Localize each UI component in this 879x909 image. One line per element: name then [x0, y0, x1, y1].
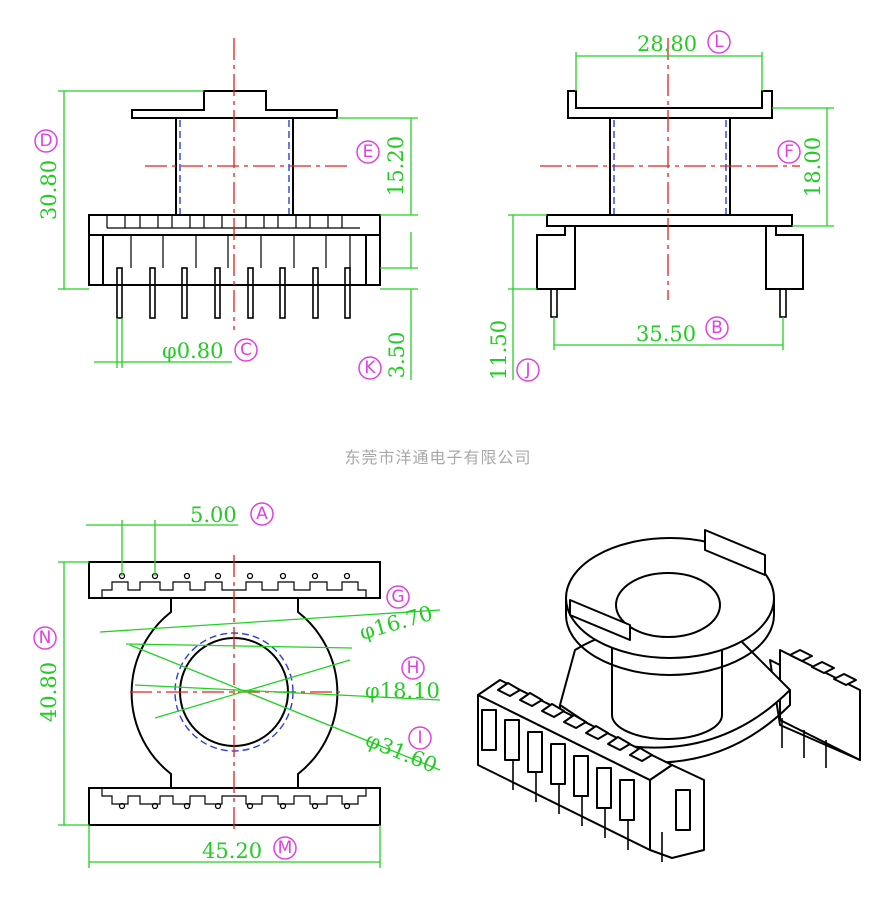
dim-k-letter: K: [364, 358, 376, 378]
dim-j-letter: J: [524, 360, 530, 380]
dim-m-letter: M: [278, 838, 293, 858]
dim-c-letter: C: [240, 340, 252, 360]
top-view: [88, 555, 381, 830]
dim-f-value: 18.00: [801, 137, 825, 197]
dim-a-value: 5.00: [190, 503, 237, 527]
side-view: [536, 38, 804, 318]
dim-m-value: 45.20: [202, 839, 262, 863]
dim-j-value: 11.50: [487, 320, 511, 380]
front-view: [88, 38, 381, 330]
dim-g-letter: G: [391, 587, 404, 607]
company-name: 东莞市洋通电子有限公司: [344, 448, 531, 467]
dim-e-letter: E: [363, 142, 374, 162]
front-view-dimensions: 30.80 D 15.20 E 3.50 K φ0.80 C: [34, 90, 418, 380]
dim-d-value: 30.80: [37, 160, 61, 220]
dim-b-value: 35.50: [636, 322, 696, 346]
dim-c-value: φ0.80: [162, 339, 223, 363]
dim-n-value: 40.80: [37, 662, 61, 722]
side-view-dimensions: 28.80 L 18.00 F 11.50 J 35.50 B: [487, 30, 834, 382]
dim-b-letter: B: [711, 318, 723, 338]
dim-l-value: 28.80: [637, 32, 697, 56]
dim-i-value: φ31.60: [362, 727, 440, 777]
dim-a-letter: A: [256, 504, 268, 524]
dim-h-letter: H: [407, 658, 420, 678]
isometric-view: [477, 529, 861, 862]
dim-i-letter: I: [417, 728, 422, 748]
dim-e-value: 15.20: [384, 136, 408, 196]
dim-f-letter: F: [784, 142, 794, 162]
dim-n-letter: N: [39, 628, 52, 648]
dim-h-value: φ18.10: [365, 679, 440, 703]
dim-k-value: 3.50: [385, 332, 409, 379]
dim-d-letter: D: [39, 131, 52, 151]
dim-l-letter: L: [714, 32, 724, 52]
